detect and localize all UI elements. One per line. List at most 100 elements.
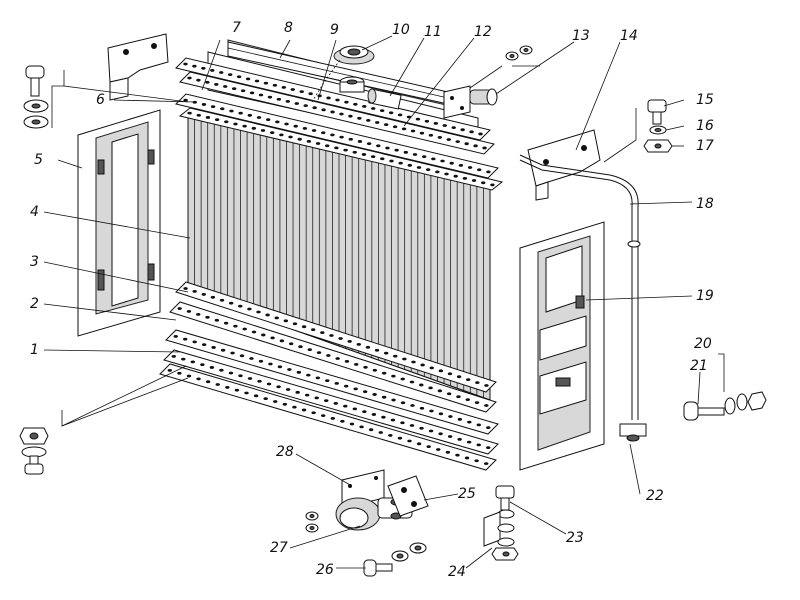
- plate-hole: [400, 377, 405, 381]
- plate-hole: [290, 88, 295, 91]
- plate-hole: [298, 345, 303, 349]
- plate-hole: [393, 354, 398, 358]
- plate-hole: [344, 360, 350, 363]
- plate-hole: [224, 120, 229, 124]
- plate-hole: [420, 363, 425, 367]
- plate-hole: [330, 110, 335, 114]
- callout-9: 9: [330, 22, 339, 38]
- drain-valve: [335, 469, 429, 531]
- plate-hole: [343, 404, 348, 408]
- plate-hole: [409, 380, 415, 384]
- callout-3: 3: [30, 254, 39, 270]
- plate-hole: [425, 168, 431, 172]
- plate-hole: [258, 93, 264, 97]
- plate-hole: [446, 138, 451, 141]
- plate-hole: [352, 407, 358, 411]
- plate-hole: [281, 85, 287, 89]
- plate-hole: [474, 459, 479, 463]
- plate-hole: [349, 422, 355, 426]
- plate-hole: [306, 373, 311, 377]
- plate-hole: [410, 404, 415, 407]
- callout-28: 28: [276, 444, 294, 460]
- plate-hole: [253, 394, 259, 398]
- plate-hole: [412, 153, 418, 156]
- plate-hole: [416, 442, 422, 446]
- plate-hole: [210, 69, 215, 72]
- plate-hole: [458, 163, 464, 167]
- plate-hole: [192, 64, 197, 68]
- plate-hole: [397, 436, 403, 440]
- callout-17: 17: [696, 138, 714, 154]
- plate-hole: [326, 354, 331, 357]
- plate-hole: [265, 118, 271, 122]
- right-upper-bracket: [527, 129, 601, 201]
- plate-hole: [302, 126, 308, 130]
- plate-hole: [476, 443, 481, 447]
- plate-hole: [482, 146, 487, 150]
- plate-hole: [436, 448, 441, 451]
- plate-hole: [438, 412, 444, 416]
- plate-hole: [196, 377, 201, 381]
- plate-hole: [362, 410, 367, 414]
- plate-hole: [299, 90, 304, 93]
- plate-hole: [438, 369, 444, 373]
- bottom-plates: [159, 281, 499, 471]
- bolt-15-17: [643, 99, 673, 153]
- callout-16: 16: [696, 118, 714, 134]
- core-fins: [187, 112, 491, 400]
- plate-hole: [416, 166, 422, 169]
- plate-hole: [263, 81, 269, 85]
- plate-hole: [282, 402, 288, 406]
- plate-hole: [456, 395, 461, 399]
- plate-hole: [348, 114, 353, 118]
- plate-hole: [426, 445, 431, 449]
- top-plate-b: [179, 71, 495, 155]
- plate-hole: [304, 393, 310, 397]
- plate-hole: [456, 375, 462, 379]
- plate-hole: [260, 129, 266, 132]
- plate-hole: [228, 301, 234, 305]
- plate-hole: [365, 345, 371, 349]
- plate-hole: [251, 126, 257, 130]
- plate-hole: [233, 122, 238, 126]
- plate-hole: [343, 148, 348, 152]
- plate-hole: [334, 381, 339, 385]
- callout-26: 26: [316, 562, 334, 578]
- callout-19: 19: [696, 288, 714, 304]
- plate-hole: [339, 112, 344, 116]
- plate-hole: [321, 131, 326, 135]
- plate-hole: [473, 144, 478, 148]
- plate-hole: [371, 107, 376, 110]
- plate-hole: [245, 77, 251, 81]
- plate-hole: [410, 129, 416, 133]
- plate-hole: [295, 390, 300, 394]
- plate-hole: [352, 150, 357, 154]
- plate-hole: [269, 131, 275, 135]
- bottom-plate-b: [169, 301, 497, 413]
- plate-hole: [444, 172, 449, 176]
- callout-13: 13: [572, 28, 590, 44]
- plate-hole: [210, 295, 216, 299]
- plate-hole: [375, 121, 380, 124]
- plate-hole: [378, 431, 383, 434]
- plate-hole: [311, 411, 316, 415]
- plate-hole: [307, 348, 312, 352]
- plate-hole: [383, 123, 389, 127]
- plate-hole: [301, 325, 307, 329]
- plate-hole: [370, 155, 376, 159]
- plate-hole: [446, 392, 452, 396]
- plate-hole: [338, 337, 343, 340]
- plate-hole: [403, 150, 409, 154]
- plate-hole: [306, 139, 312, 143]
- plate-hole: [333, 401, 338, 405]
- plate-hole: [348, 137, 353, 141]
- plate-hole: [398, 161, 403, 165]
- plate-hole: [267, 95, 273, 99]
- plate-hole: [465, 398, 470, 402]
- plate-hole: [407, 163, 413, 167]
- plate-hole: [457, 417, 463, 421]
- plate-hole: [258, 359, 264, 363]
- plate-hole: [381, 415, 386, 419]
- plate-hole: [316, 351, 322, 354]
- callout-8: 8: [284, 20, 293, 36]
